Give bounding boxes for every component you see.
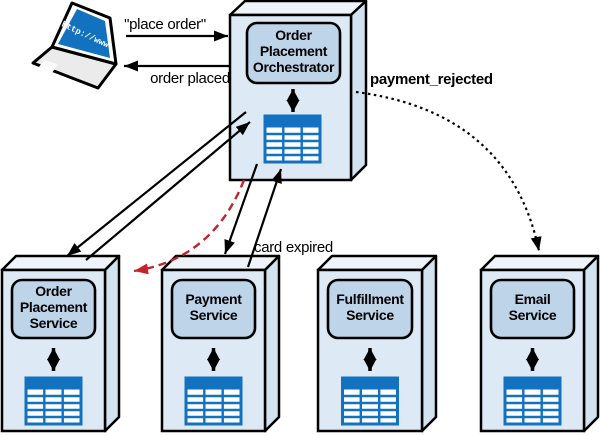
fulfillment-service-node: Fulfillment Service <box>316 254 438 433</box>
order-placement-orchestrator-node: Order Placement Orchestrator <box>228 0 368 182</box>
service-box-top <box>316 254 438 272</box>
service-box-top <box>479 254 600 272</box>
service-label-line: Service <box>190 307 238 323</box>
service-database-icon <box>24 376 83 426</box>
payment-rejected-dotted-arrow <box>355 90 542 252</box>
service-label-line: Order <box>35 283 72 299</box>
payment-rejected-label: payment_rejected <box>370 71 493 88</box>
service-database-icon <box>184 376 243 426</box>
service-label-line: Service <box>30 315 78 331</box>
payment-service-to-orchestrator-arrow <box>246 168 283 268</box>
service-label-line: Email <box>515 291 551 307</box>
service-label-line: Service <box>509 307 557 323</box>
orchestrator-box-top <box>228 0 368 17</box>
service-box-top <box>160 254 281 272</box>
orchestrator-label-line: Order <box>275 27 312 43</box>
order-placed-label: order placed <box>150 70 230 87</box>
laptop-trackpad <box>39 60 58 73</box>
service-label-box <box>10 278 97 340</box>
orchestrator-label-line: Placement <box>260 43 328 59</box>
service-label-box <box>489 278 576 340</box>
card-expired-label: card expired <box>254 239 333 256</box>
service-box-side <box>263 254 281 433</box>
service-label-box <box>170 278 257 340</box>
orchestrator-label-line: Orchestrator <box>253 59 335 75</box>
service-label-line: Payment <box>185 291 242 307</box>
place-order-label: "place order" <box>124 16 206 33</box>
service-database-icon <box>341 376 399 426</box>
service-label-line: Placement <box>20 299 88 315</box>
orchestrator-box-side <box>349 0 368 182</box>
service-box-side <box>103 254 121 433</box>
service-database-icon <box>503 376 562 426</box>
orchestrator-to-payment-service-arrow <box>223 163 259 255</box>
order-service-to-orchestrator-arrow <box>85 121 251 261</box>
error-red-dashed-arrow <box>133 179 246 275</box>
service-label-box <box>326 278 414 340</box>
orchestrator-to-order-service-arrow <box>66 111 247 257</box>
client-laptop-icon: http://www <box>31 1 118 90</box>
orchestrator-database-icon <box>263 114 322 164</box>
service-label-line: Fulfillment <box>336 291 404 307</box>
payment-service-node: Payment Service <box>160 254 281 433</box>
service-box-side <box>420 254 438 433</box>
service-label-line: Service <box>346 307 394 323</box>
orchestrator-label-box <box>245 21 342 85</box>
service-box-top <box>0 254 121 272</box>
email-service-node: Email Service <box>479 254 600 433</box>
order-placement-service-node: Order Placement Service <box>0 254 121 433</box>
service-box-side <box>582 254 600 433</box>
laptop-screen <box>58 9 110 58</box>
